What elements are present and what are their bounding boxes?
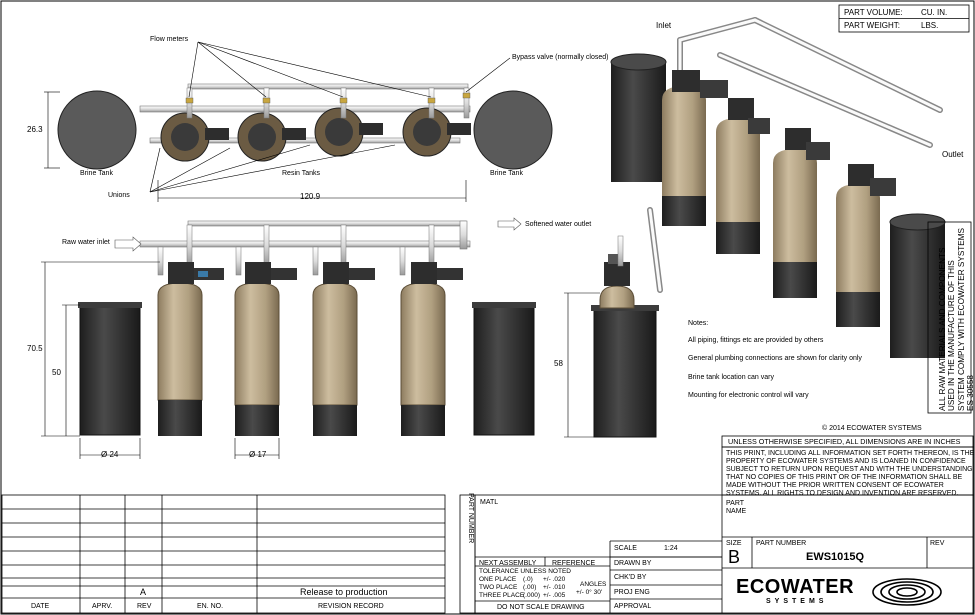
resin-tanks-front — [157, 262, 463, 436]
scale-label: SCALE — [614, 545, 637, 552]
size-value: B — [728, 547, 741, 567]
note-item: Mounting for electronic control will var… — [688, 392, 809, 399]
part-number-vertical: PART NUMBER — [467, 493, 474, 544]
ecowater-logo-text: ECOWATER — [736, 576, 855, 598]
header-en-no: EN. NO. — [197, 603, 224, 610]
brine-tank-left-label: Brine Tank — [80, 170, 113, 177]
drawn-by-label: DRAWN BY — [614, 560, 652, 567]
rev-label: REV — [930, 540, 945, 547]
brine-tank-front-left — [79, 304, 141, 436]
inlet-label: Inlet — [656, 21, 672, 30]
unions-label: Unions — [108, 192, 130, 199]
matl-label: MATL — [480, 499, 499, 506]
iso-brine-tank-right — [889, 213, 946, 358]
top-manifold-pipe — [139, 105, 471, 113]
ecowater-logo-swirl — [872, 578, 942, 606]
dim-right-height: 58 — [554, 359, 563, 368]
title-block-frame — [1, 4, 974, 614]
part-number-value: EWS1015Q — [806, 551, 865, 563]
dimensions-note: UNLESS OTHERWISE SPECIFIED, ALL DIMENSIO… — [728, 437, 961, 446]
revision-record-value: Release to production — [300, 587, 388, 597]
outlet-label: Outlet — [942, 150, 964, 159]
proj-eng-label: PROJ ENG — [614, 589, 650, 596]
side-view-brine-tank — [593, 308, 657, 438]
header-aprv: APRV. — [92, 603, 113, 610]
part-number-label: PART NUMBER — [756, 540, 807, 547]
brine-tank-front-right — [473, 304, 535, 436]
rev-value: A — [140, 587, 147, 597]
top-view — [44, 41, 553, 202]
dim-overall-width: 120.9 — [300, 192, 321, 201]
reference-label: REFERENCE — [552, 560, 596, 567]
isometric-view — [610, 17, 946, 358]
note-item: General plumbing connections are shown f… — [688, 355, 862, 362]
part-weight-label: PART WEIGHT: — [844, 21, 901, 30]
tolerance-label: TOLERANCE UNLESS NOTED — [479, 568, 571, 575]
part-weight-unit: LBS. — [921, 21, 939, 30]
bypass-valve-label: Bypass valve (normally closed) — [512, 54, 609, 61]
part-volume-unit: CU. IN. — [921, 8, 948, 17]
size-label: SIZE — [726, 540, 742, 547]
note-item: Brine tank location can vary — [688, 374, 774, 381]
header-revision-record: REVISION RECORD — [318, 603, 384, 610]
iso-brine-tank-left — [610, 53, 667, 182]
resin-tanks-label: Resin Tanks — [282, 170, 321, 177]
dim-brine-diameter: 26.3 — [27, 125, 43, 134]
next-assembly-label: NEXT ASSEMBLY — [479, 560, 537, 567]
compliance-text: ALL RAW MATERIALS AND COMPONENTS USED IN… — [938, 227, 975, 411]
dim-resin-tank-diameter: Ø 17 — [249, 450, 267, 459]
header-date: DATE — [31, 603, 50, 610]
part-volume-label: PART VOLUME: — [844, 8, 903, 17]
resin-tank-top — [160, 107, 471, 162]
dim-brine-tank-diameter: Ø 24 — [101, 450, 119, 459]
front-view — [41, 217, 659, 459]
part-name-label: PART — [726, 500, 745, 507]
brine-tank-top-left — [57, 90, 137, 170]
notes-title: Notes: — [688, 320, 709, 327]
do-not-scale-label: DO NOT SCALE DRAWING — [497, 604, 585, 611]
brine-tank-top-right — [473, 90, 553, 170]
copyright-text: © 2014 ECOWATER SYSTEMS — [822, 425, 922, 432]
dim-total-height: 70.5 — [27, 344, 43, 353]
flow-meters-label: Flow meters — [150, 36, 189, 43]
brine-tank-right-label: Brine Tank — [490, 170, 523, 177]
chkd-by-label: CHK'D BY — [614, 574, 647, 581]
dim-brine-height: 50 — [52, 368, 61, 377]
raw-water-inlet-label: Raw water inlet — [62, 239, 110, 246]
note-item: All piping, fittings etc are provided by… — [688, 337, 824, 344]
scale-value: 1:24 — [664, 545, 678, 552]
ecowater-logo-subtext: SYSTEMS — [766, 598, 828, 605]
header-rev: REV — [137, 603, 152, 610]
approval-label: APPROVAL — [614, 603, 652, 610]
softened-outlet-label: Softened water outlet — [525, 221, 592, 228]
iso-resin-tanks — [662, 70, 896, 327]
